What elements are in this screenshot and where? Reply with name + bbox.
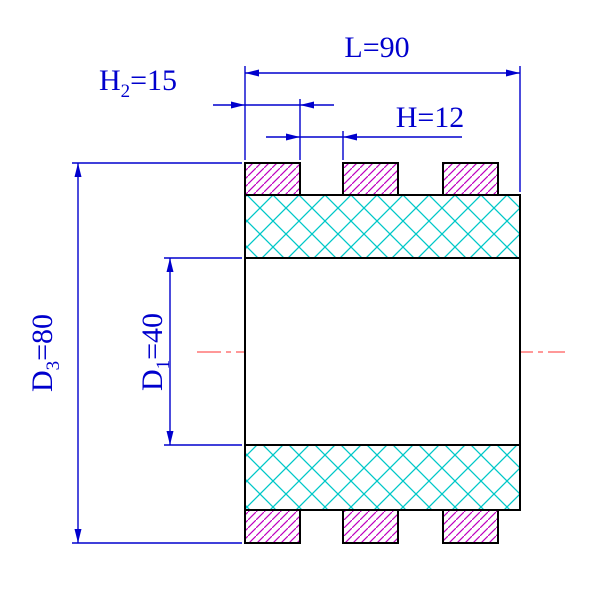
arrowhead-up-icon	[166, 258, 174, 272]
dim-D1-value: =40	[136, 313, 169, 360]
bore-section	[244, 257, 521, 446]
dimension-label-H: H=12	[396, 101, 465, 134]
tooth-bottom-3	[442, 509, 499, 544]
dimension-L: L=90	[244, 31, 521, 192]
part-section	[244, 162, 521, 544]
arrowhead-right-icon	[506, 69, 520, 77]
tooth-top-2	[342, 162, 399, 196]
dim-D3-subscript: 3	[43, 361, 64, 371]
tooth-top-1	[244, 162, 301, 196]
arrowhead-left-icon	[343, 133, 357, 141]
dimension-label-D1: D1=40	[136, 313, 174, 391]
dim-D3-value: =80	[26, 314, 59, 361]
dim-H2-symbol: H	[99, 64, 121, 97]
dim-D1-symbol: D	[136, 369, 169, 391]
dimension-label-L: L=90	[344, 31, 409, 64]
arrowhead-up-icon	[74, 163, 82, 177]
dimension-D1: D1=40	[136, 257, 242, 446]
arrowhead-left-icon	[300, 101, 314, 109]
tooth-bottom-2	[342, 509, 399, 544]
arrowhead-down-icon	[74, 529, 82, 543]
dim-H-value: =12	[417, 101, 464, 134]
dim-H2-value: =15	[130, 64, 177, 97]
arrowhead-right-icon	[231, 101, 245, 109]
arrowhead-left-icon	[245, 69, 259, 77]
outer-band-bottom	[244, 444, 521, 511]
dim-L-symbol: L	[344, 31, 362, 64]
dim-H-symbol: H	[396, 101, 418, 134]
dim-D1-subscript: 1	[153, 360, 174, 370]
tooth-bottom-1	[244, 509, 301, 544]
dimension-D3: D3=80	[26, 162, 242, 544]
arrowhead-right-icon	[286, 133, 300, 141]
arrowhead-down-icon	[166, 431, 174, 445]
outer-band-top	[244, 194, 521, 259]
dim-L-value: =90	[363, 31, 410, 64]
dim-H2-subscript: 2	[121, 81, 131, 102]
dim-D3-symbol: D	[26, 370, 59, 392]
dimension-label-D3: D3=80	[26, 314, 64, 392]
dimension-H: H=12	[266, 101, 464, 160]
dimension-label-H2: H2=15	[99, 64, 177, 102]
tooth-top-3	[442, 162, 499, 196]
dimension-H2: H2=15	[99, 64, 334, 160]
